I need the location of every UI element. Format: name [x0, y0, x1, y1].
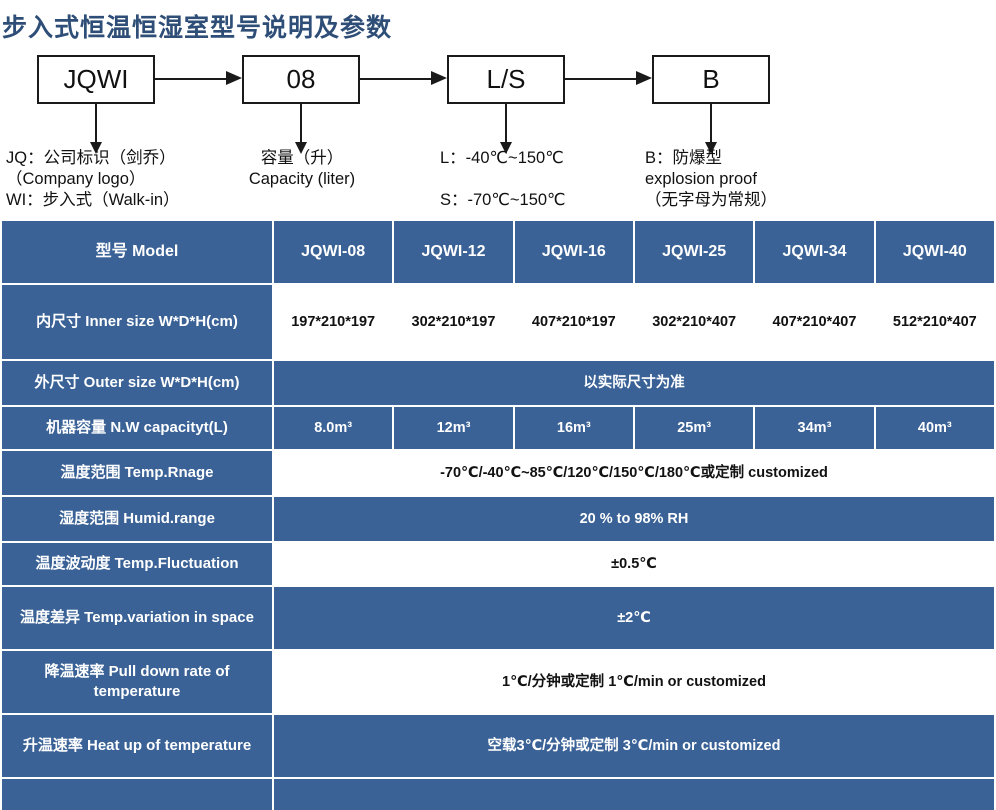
row-label-cell: 机器容量 N.W capacityt(L) — [2, 407, 272, 449]
row-value-cell-1: 302*210*197 — [394, 285, 513, 359]
row-value-cell-0: 8.0m³ — [274, 407, 393, 449]
spec-table: 型号 Model JQWI-08 JQWI-12 JQWI-16 JQWI-25… — [0, 219, 996, 810]
header-cell-model-label: 型号 Model — [2, 221, 272, 283]
arrow-line-2 — [360, 78, 432, 80]
row-value-cell: 以实际尺寸为准 — [274, 361, 994, 405]
row-label-cell: 湿度范围 Humid.range — [2, 497, 272, 541]
row-value-cell-3: 25m³ — [634, 407, 754, 449]
drop-line-3 — [505, 104, 507, 144]
diagram-caption-jqwi: JQ：公司标识（剑乔） （Company logo） WI：步入式（Walk-i… — [6, 149, 180, 209]
header-cell-model-4: JQWI-34 — [755, 221, 874, 283]
row-value-cell-2: 16m³ — [514, 407, 633, 449]
header-cell-model-5: JQWI-40 — [875, 221, 994, 283]
row-value-cell-0: 197*210*197 — [274, 285, 393, 359]
row-value-cell: 空载3℃/分钟或定制 3℃/min or customized — [274, 715, 994, 777]
row-label-cell: 升温速率 Heat up of temperature — [2, 715, 272, 777]
drop-arrow-3-icon — [500, 142, 512, 154]
row-value-cell — [274, 779, 994, 810]
header-cell-model-0: JQWI-08 — [274, 221, 393, 283]
arrow-head-3-icon — [636, 71, 652, 85]
row-value-cell-2: 407*210*197 — [514, 285, 633, 359]
diagram-box-capacity-code: 08 — [242, 55, 360, 104]
arrow-head-1-icon — [226, 71, 242, 85]
diagram-caption-capacity: 容量（升） Capacity (liter) — [248, 149, 356, 188]
drop-line-1 — [95, 104, 97, 144]
arrow-head-2-icon — [431, 71, 447, 85]
row-label-cell — [2, 779, 272, 810]
row-label-cell: 外尺寸 Outer size W*D*H(cm) — [2, 361, 272, 405]
page-title: 步入式恒温恒湿室型号说明及参数 — [2, 14, 393, 42]
row-cut-off — [2, 779, 994, 810]
diagram-box-temp-range-code: L/S — [447, 55, 565, 104]
row-value-cell-5: 512*210*407 — [875, 285, 994, 359]
row-value-cell: 1℃/分钟或定制 1℃/min or customized — [274, 651, 994, 713]
drop-arrow-2-icon — [295, 142, 307, 154]
row-value-cell: ±2℃ — [274, 587, 994, 649]
drop-line-4 — [710, 104, 712, 144]
row-value-cell-5: 40m³ — [875, 407, 994, 449]
diagram-caption-explosion: B：防爆型 explosion proof （无字母为常规） — [645, 149, 777, 209]
row-outer-size: 外尺寸 Outer size W*D*H(cm)以实际尺寸为准 — [2, 361, 994, 405]
row-value-cell-3: 302*210*407 — [634, 285, 754, 359]
row-value-cell: ±0.5℃ — [274, 543, 994, 585]
header-cell-model-1: JQWI-12 — [394, 221, 513, 283]
row-label-cell: 温度差异 Temp.variation in space — [2, 587, 272, 649]
row-value-cell: -70℃/-40℃~85℃/120℃/150℃/180℃或定制 customiz… — [274, 451, 994, 495]
row-temp-variation: 温度差异 Temp.variation in space±2℃ — [2, 587, 994, 649]
drop-arrow-1-icon — [90, 142, 102, 154]
diagram-box-model-prefix: JQWI — [37, 55, 155, 104]
diagram-caption-temp: L：-40℃~150℃ S：-70℃~150℃ — [440, 149, 566, 209]
row-label-cell: 降温速率 Pull down rate of temperature — [2, 651, 272, 713]
arrow-line-3 — [565, 78, 637, 80]
row-temp-fluctuation: 温度波动度 Temp.Fluctuation±0.5℃ — [2, 543, 994, 585]
row-temp-range: 温度范围 Temp.Rnage-70℃/-40℃~85℃/120℃/150℃/1… — [2, 451, 994, 495]
arrow-line-1 — [155, 78, 227, 80]
table-header-row: 型号 Model JQWI-08 JQWI-12 JQWI-16 JQWI-25… — [2, 221, 994, 283]
row-value-cell-1: 12m³ — [394, 407, 513, 449]
row-value-cell-4: 34m³ — [755, 407, 874, 449]
header-cell-model-3: JQWI-25 — [634, 221, 754, 283]
drop-line-2 — [300, 104, 302, 144]
model-code-diagram: JQWI 08 L/S B JQ：公司标识（剑乔） （Company logo）… — [0, 46, 996, 218]
row-value-cell: 20 % to 98% RH — [274, 497, 994, 541]
header-cell-model-2: JQWI-16 — [514, 221, 633, 283]
row-label-cell: 温度波动度 Temp.Fluctuation — [2, 543, 272, 585]
row-label-cell: 内尺寸 Inner size W*D*H(cm) — [2, 285, 272, 359]
drop-arrow-4-icon — [705, 142, 717, 154]
diagram-box-explosion-code: B — [652, 55, 770, 104]
row-label-cell: 温度范围 Temp.Rnage — [2, 451, 272, 495]
row-value-cell-4: 407*210*407 — [755, 285, 874, 359]
